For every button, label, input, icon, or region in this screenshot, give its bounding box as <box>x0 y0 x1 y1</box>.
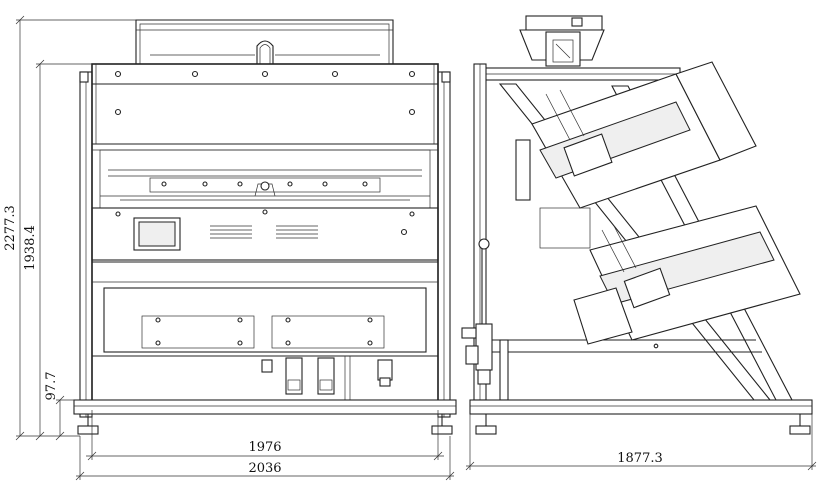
inner-width-label: 1976 <box>248 440 281 455</box>
main-cabinet <box>91 63 439 410</box>
top-hopper <box>135 19 394 64</box>
lower-sorter-module <box>539 205 801 345</box>
outlet-chutes <box>261 356 393 402</box>
frame-height-label: 1938.4 <box>23 225 38 271</box>
air-valve-assembly <box>461 238 493 385</box>
side-hopper <box>519 15 605 67</box>
base-height-label: 97.7 <box>44 372 59 401</box>
side-base <box>469 399 813 435</box>
upper-sorter-module <box>515 61 757 209</box>
front-base <box>73 399 457 435</box>
front-view <box>73 19 457 435</box>
overall-width-label: 2036 <box>248 461 281 476</box>
front-dimensions: 2277.3 1938.4 97.7 1976 2036 <box>3 15 455 481</box>
overall-depth-label: 1877.3 <box>617 451 663 466</box>
side-dimensions: 1877.3 <box>465 414 817 471</box>
overall-height-label: 2277.3 <box>3 205 18 251</box>
side-view <box>461 15 813 435</box>
